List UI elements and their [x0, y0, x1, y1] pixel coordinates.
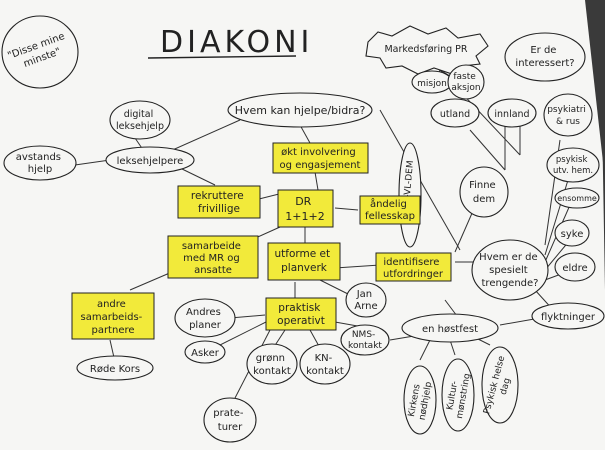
- bubble-kirkens: Kirkens nødhjelp: [403, 365, 437, 435]
- svg-text:grønn kontakt: grønn kontakt: [253, 353, 291, 377]
- svg-text:Asker: Asker: [191, 348, 220, 359]
- svg-text:praktisk operativt: praktisk operativt: [277, 302, 325, 327]
- svg-text:eldre: eldre: [562, 263, 587, 274]
- svg-text:Jan Arne: Jan Arne: [354, 289, 377, 312]
- bubble-kn: KN- kontakt: [299, 343, 351, 385]
- svg-text:digital leksehjelp: digital leksehjelp: [116, 109, 164, 132]
- svg-text:rekruttere frivillige: rekruttere frivillige: [191, 190, 247, 215]
- backdrop-corner: [585, 0, 605, 180]
- bubble-gronn: grønn kontakt: [246, 343, 298, 385]
- bubble-digital: digital leksehjelp: [109, 100, 171, 140]
- svg-text:andre samarbeids-: andre samarbeids- partnere: [81, 299, 146, 336]
- svg-text:utforme et planverk: utforme et planverk: [275, 248, 334, 274]
- box-rekruttere: rekruttere frivillige: [177, 185, 261, 219]
- bubble-flyktninger: flyktninger: [531, 302, 605, 330]
- svg-text:KN- kontakt: KN- kontakt: [306, 353, 344, 377]
- bubble-lekse: leksehjelpere: [105, 146, 195, 174]
- bubble-psykisk-dag: Psykisk helse dag: [481, 346, 519, 424]
- svg-text:økt involvering og engas: økt involvering og engasjement: [280, 147, 361, 171]
- svg-text:åndelig fellesskap: åndelig fellesskap: [365, 197, 415, 222]
- bubble-kultur: Kultur- mønstring: [441, 358, 475, 432]
- box-tilt: økt involvering og engasjement: [272, 142, 369, 174]
- svg-text:Hvem kan hjelpe/bidra?: Hvem kan hjelpe/bidra?: [235, 104, 366, 117]
- bubble-faste: faste aksjon: [447, 64, 485, 100]
- bubble-nms: NMS- kontakt: [340, 324, 390, 356]
- svg-text:en høstfest: en høstfest: [422, 324, 478, 335]
- box-utforme: utforme et planverk: [267, 242, 341, 281]
- bubble-asker: Asker: [184, 340, 226, 364]
- box-praktisk: praktisk operativt: [265, 297, 337, 331]
- bubble-ensomme: ensomme: [554, 187, 600, 209]
- diagram-title: DIAKONI: [160, 25, 313, 60]
- bubble-psykisk: psykisk utv. hem.: [546, 147, 600, 183]
- marketing-burst: Markedsføring PR: [365, 25, 489, 75]
- bubble-psykiatri: psykiatri & rus: [543, 93, 593, 137]
- svg-text:Hvem er de spesielt: Hvem er de spesielt trengende?: [479, 252, 541, 289]
- bubble-interessert: Er de interessert?: [504, 32, 586, 82]
- bubble-syke: syke: [554, 219, 590, 247]
- corner-note: "Disse mine minste": [1, 15, 79, 89]
- svg-text:Finne dem: Finne dem: [469, 180, 499, 205]
- bubble-hostfest: en høstfest: [401, 313, 499, 343]
- bubble-jan: Jan Arne: [345, 282, 387, 318]
- svg-text:faste aksjon: faste aksjon: [451, 72, 480, 93]
- bubble-prate: prate- turer: [203, 397, 257, 443]
- bubble-ungdom: Unge-VL-DEM: [398, 142, 422, 248]
- svg-text:Markedsføring PR: Markedsføring PR: [384, 44, 467, 55]
- bubble-spesielt: Hvem er de spesielt trengende?: [471, 239, 549, 301]
- svg-text:identifisere utfordringe: identifisere utfordringer: [383, 257, 444, 280]
- box-andelig: åndelig fellesskap: [359, 195, 421, 225]
- svg-text:innland: innland: [494, 109, 529, 120]
- bubble-hvem-hjelpe: Hvem kan hjelpe/bidra?: [227, 92, 373, 128]
- bubble-rode: Røde Kors: [76, 355, 154, 381]
- svg-text:Er de interessert?: Er de interessert?: [515, 45, 574, 69]
- svg-text:leksehjelpere: leksehjelpere: [117, 156, 184, 167]
- svg-text:DR 1+1+2: DR 1+1+2: [285, 195, 324, 223]
- svg-text:Røde Kors: Røde Kors: [90, 364, 140, 375]
- svg-text:flyktninger: flyktninger: [541, 312, 596, 323]
- box-andre: andre samarbeids- partnere: [71, 292, 155, 340]
- bubble-misjon: misjon: [411, 70, 453, 94]
- bubble-avstand: avstands hjelp: [3, 145, 77, 181]
- svg-text:misjon: misjon: [417, 79, 447, 89]
- box-center: DR 1+1+2: [277, 189, 334, 228]
- svg-text:samarbeide med MR og: samarbeide med MR og ansatte: [182, 241, 244, 276]
- svg-text:psykisk utv. hem.: psykisk utv. hem.: [553, 155, 593, 176]
- bubble-utland: utland: [430, 98, 480, 128]
- box-identifisere: identifisere utfordringer: [375, 252, 452, 282]
- svg-text:prate- turer: prate- turer: [213, 408, 246, 433]
- svg-text:ensomme: ensomme: [557, 194, 597, 203]
- svg-text:avstands hjelp: avstands hjelp: [16, 152, 64, 175]
- bubble-innland: innland: [487, 98, 537, 128]
- svg-text:psykiatri & rus: psykiatri & rus: [547, 105, 589, 127]
- bubble-andres: Andres planer: [174, 298, 236, 338]
- bubble-finne: Finne dem: [459, 166, 509, 218]
- svg-text:syke: syke: [561, 229, 584, 240]
- bubble-eldre: eldre: [554, 252, 596, 282]
- svg-text:NMS- kontakt: NMS- kontakt: [348, 330, 382, 351]
- box-samarbeide: samarbeide med MR og ansatte: [167, 235, 259, 279]
- title-underline: [147, 55, 297, 59]
- svg-text:Andres planer: Andres planer: [186, 307, 224, 331]
- svg-text:utland: utland: [440, 109, 470, 120]
